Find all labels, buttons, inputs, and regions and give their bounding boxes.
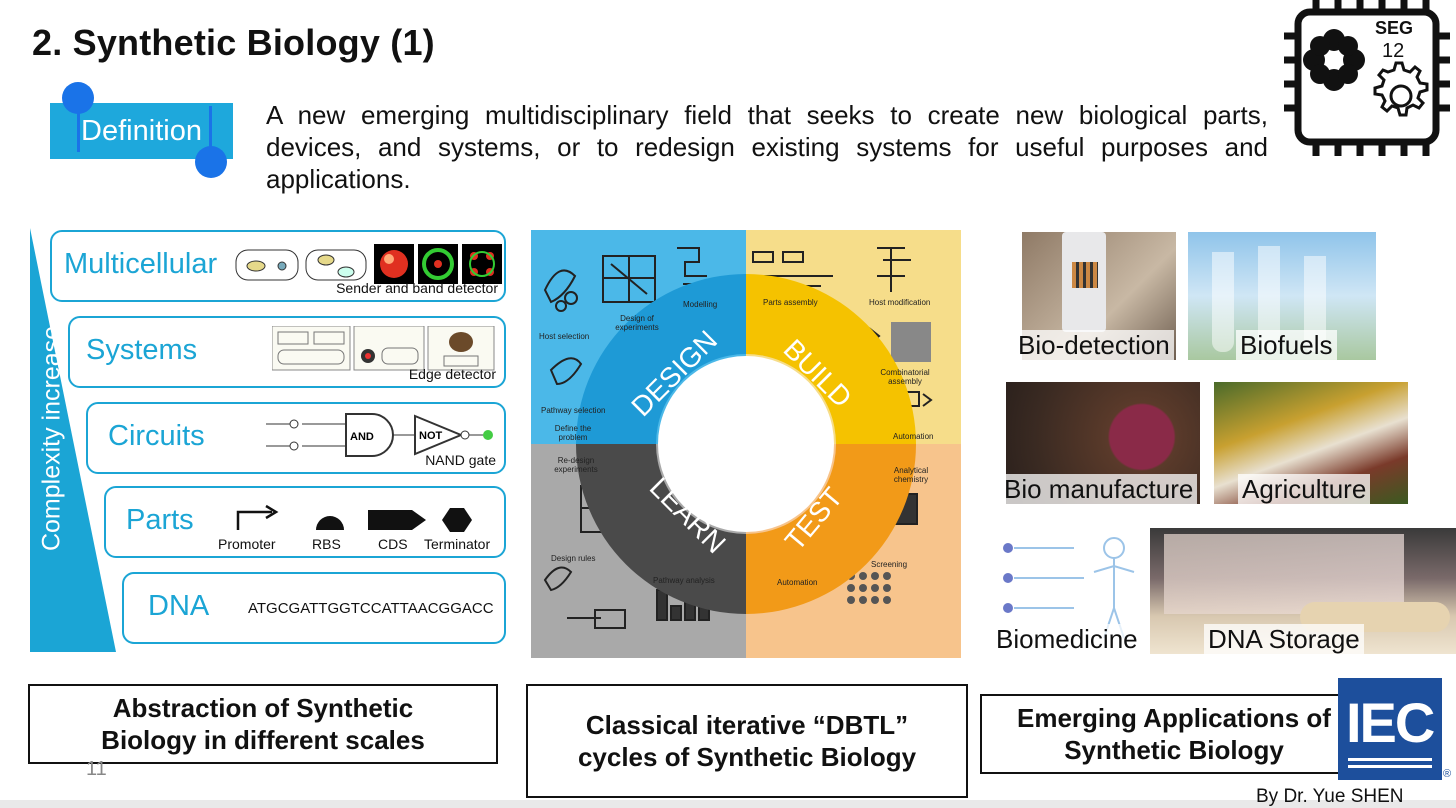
tier-name: Circuits: [108, 420, 205, 452]
page-number: 11: [86, 758, 107, 780]
dbtl-label: Modelling: [683, 300, 718, 309]
badge-line2: 12: [1382, 40, 1404, 62]
dbtl-label: Parts assembly: [763, 298, 818, 307]
nand-gate-diagram-icon: AND NOT: [266, 413, 493, 457]
tier-caption: Sender and band detector: [336, 280, 498, 296]
app-label-bio-detection: Bio-detection: [1014, 330, 1174, 361]
dbtl-label: Pathway analysis: [653, 576, 715, 585]
app-label-biofuels: Biofuels: [1236, 330, 1337, 361]
definition-text: A new emerging multidisciplinary field t…: [266, 100, 1268, 194]
test-arc: [746, 444, 916, 614]
app-label-dna-storage: DNA Storage: [1204, 624, 1364, 655]
dbtl-cycle-figure: DESIGN BUILD TEST LEARN Host selection D…: [531, 230, 961, 658]
biomedicine-figure-icon: [1003, 537, 1135, 639]
page-title: 2. Synthetic Biology (1): [32, 22, 435, 63]
tile-dna-storage: [1150, 528, 1456, 654]
tier-name: Parts: [126, 504, 194, 536]
parts-symbols-icon: [236, 504, 472, 532]
tile-biofuels: [1188, 232, 1376, 360]
build-arc: [746, 274, 916, 444]
definition-line-left: [77, 100, 80, 152]
caption-middle: Classical iterative “DBTL” cycles of Syn…: [526, 684, 968, 798]
tier-circuits: Circuits AND NOT NAND gate: [86, 402, 506, 474]
part-label-terminator: Terminator: [424, 536, 491, 552]
caption-right: Emerging Applications of Synthetic Biolo…: [980, 694, 1368, 774]
caption-left: Abstraction of Synthetic Biology in diff…: [28, 684, 498, 764]
dbtl-label: Screening: [871, 560, 908, 569]
dbtl-label: Automation: [893, 432, 934, 441]
definition-tag: Definition: [50, 103, 233, 159]
abstraction-panel: Complexity increase Multicellular Sender…: [30, 228, 510, 652]
tier-caption: Edge detector: [408, 366, 496, 382]
design-arc: [576, 274, 746, 444]
tier-dna: DNA ATGCGATTGGTCCATTAACGGACC: [122, 572, 506, 644]
dbtl-label: Re-design experiments: [554, 456, 598, 474]
part-label-promoter: Promoter: [218, 536, 276, 552]
dbtl-label: Define the problem: [554, 424, 592, 442]
dbtl-ring: DESIGN BUILD TEST LEARN: [576, 274, 916, 614]
multicellular-diagram-icon: [235, 244, 502, 284]
dna-sequence: ATGCGATTGGTCCATTAACGGACC: [248, 600, 494, 617]
author-credit: By Dr. Yue SHEN: [1256, 786, 1404, 807]
iec-logo: IEC: [1338, 678, 1442, 780]
registered-mark-icon: ®: [1443, 768, 1452, 780]
tier-multicellular: Multicellular Sender and band detector: [50, 230, 506, 302]
learn-arc: [576, 444, 746, 614]
not-gate-label: NOT: [419, 430, 443, 442]
iec-logo-text: IEC: [1346, 691, 1435, 754]
complexity-axis-label: Complexity increase: [37, 325, 66, 552]
app-label-agriculture: Agriculture: [1238, 474, 1371, 505]
app-label-bio-manufacture: Bio manufacture: [1000, 474, 1198, 505]
part-label-cds: CDS: [378, 536, 408, 552]
and-gate-label: AND: [350, 431, 374, 443]
dbtl-label: Host selection: [539, 332, 590, 341]
tier-parts: Parts Promoter RBS CDS Terminator: [104, 486, 506, 558]
footer-bar: [0, 800, 1456, 808]
tier-caption: NAND gate: [425, 452, 496, 468]
dbtl-label: Host modification: [869, 298, 931, 307]
tier-name: Multicellular: [64, 248, 218, 280]
tier-systems: Systems Edge detector: [68, 316, 506, 388]
dbtl-label: Automation: [777, 578, 818, 587]
dbtl-label: Pathway selection: [541, 406, 606, 415]
dbtl-label: Design of experiments: [615, 314, 659, 332]
dbtl-label: Design rules: [551, 554, 596, 563]
dbtl-label: Combinatorial assembly: [880, 368, 930, 386]
dbtl-label: Analytical chemistry: [893, 466, 929, 484]
definition-line-right: [209, 106, 212, 158]
tier-name: Systems: [86, 334, 198, 366]
app-label-biomedicine: Biomedicine: [992, 624, 1142, 655]
seg-badge-icon: SEG 12: [1284, 0, 1450, 156]
part-label-rbs: RBS: [312, 536, 341, 552]
tier-name: DNA: [148, 590, 210, 622]
badge-line1: SEG: [1375, 18, 1413, 38]
systems-diagram-icon: [272, 326, 495, 371]
